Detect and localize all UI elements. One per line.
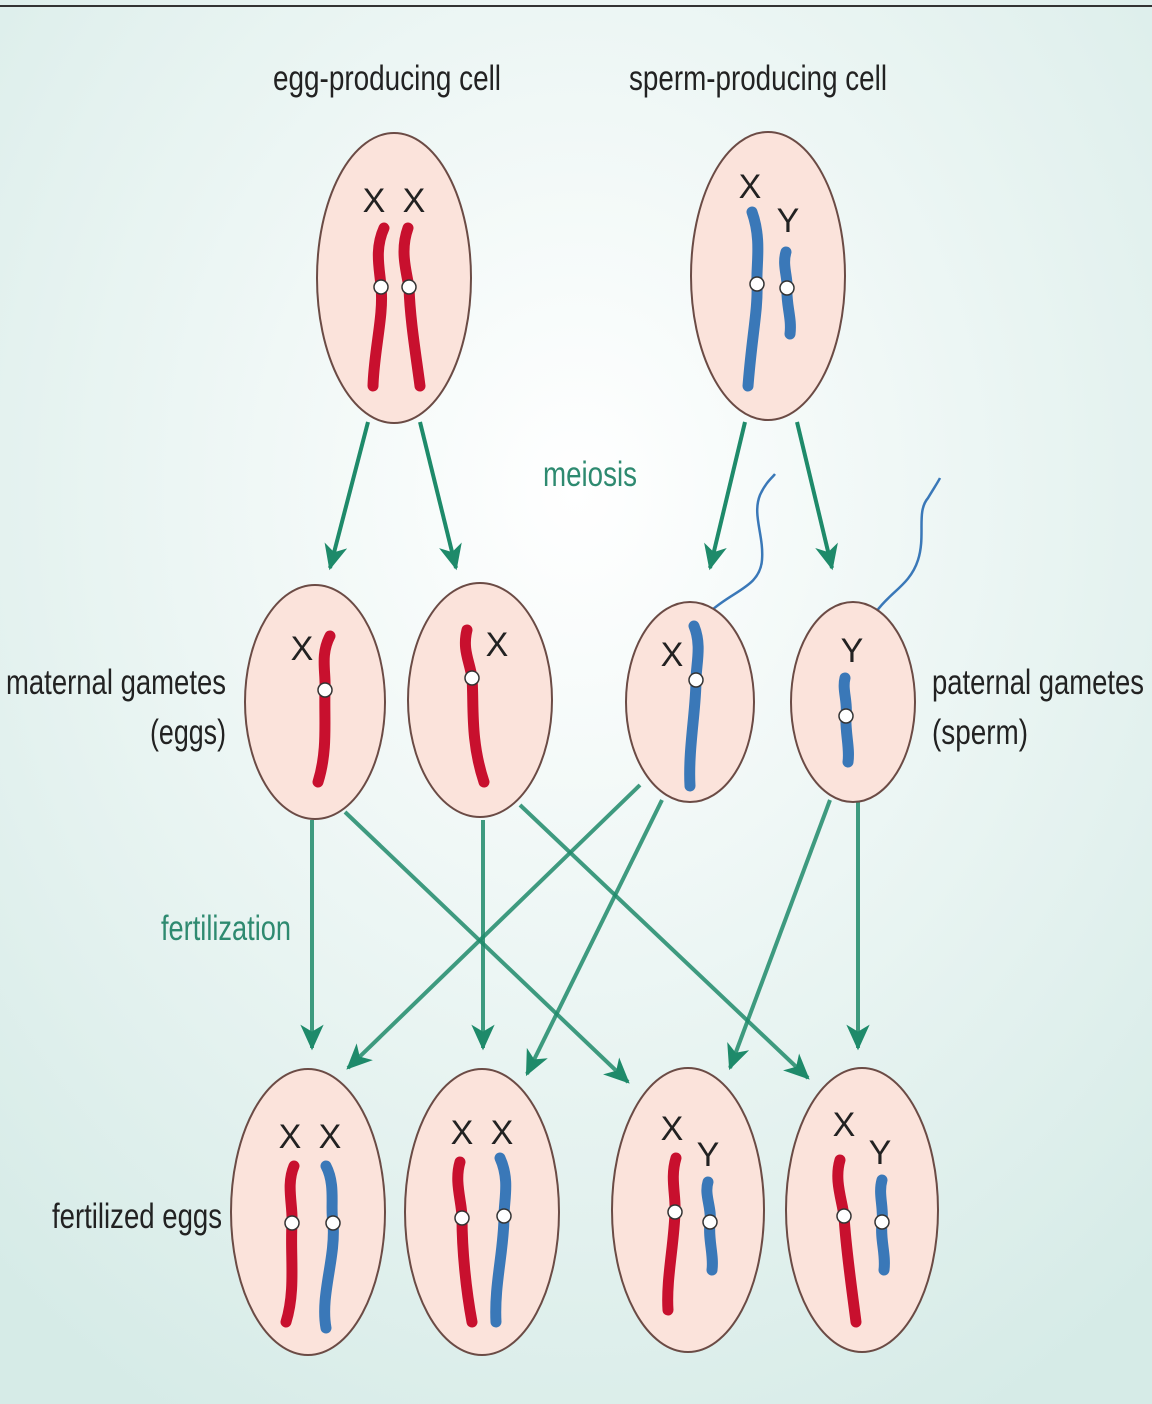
cell-membrane <box>317 133 471 423</box>
egg-gamete-1: X <box>245 585 385 819</box>
centromere <box>402 280 416 294</box>
centromere <box>318 683 332 697</box>
cell-membrane <box>405 1069 559 1355</box>
fertilization-label: fertilization <box>161 909 291 948</box>
sperm-producing-cell-label: sperm-producing cell <box>629 59 887 98</box>
cell-membrane <box>786 1068 938 1352</box>
centromere <box>750 277 764 291</box>
chromosome-x-label: X <box>661 1110 684 1148</box>
chromosome-x-label: X <box>403 182 426 220</box>
chromosome-y-label: Y <box>777 202 800 240</box>
centromere <box>497 1209 511 1223</box>
chromosome-x-label: X <box>279 1118 302 1156</box>
fertilized-egg-xx-2: X X <box>405 1069 559 1355</box>
centromere <box>837 1209 851 1223</box>
chromosome-x-label: X <box>833 1106 856 1144</box>
maternal-gametes-label: maternal gametes <box>6 663 226 702</box>
fertilized-egg-xy-2: X Y <box>786 1068 938 1352</box>
chromosome-x-label: X <box>319 1118 342 1156</box>
cell-membrane <box>612 1068 764 1352</box>
chromosome-x-label: X <box>491 1114 514 1152</box>
chromosome-x-label: X <box>451 1114 474 1152</box>
cell-membrane <box>231 1069 385 1355</box>
centromere <box>455 1211 469 1225</box>
paternal-gametes-sublabel: (sperm) <box>932 713 1028 752</box>
centromere <box>780 281 794 295</box>
chromosome-x-label: X <box>739 168 762 206</box>
chromosome-y-label: Y <box>869 1134 892 1172</box>
fertilized-egg-xy-1: X Y <box>612 1068 764 1352</box>
chromosome-y-label: Y <box>841 632 864 670</box>
chromosome-x-label: X <box>363 182 386 220</box>
egg-producing-cell-label: egg-producing cell <box>273 59 501 98</box>
fertilized-eggs-label: fertilized eggs <box>52 1197 222 1236</box>
paternal-gametes-label: paternal gametes <box>932 663 1144 702</box>
centromere <box>374 280 388 294</box>
centromere <box>689 673 703 687</box>
fertilized-egg-xx-1: X X <box>231 1069 385 1355</box>
maternal-gametes-sublabel: (eggs) <box>150 713 226 752</box>
centromere <box>839 709 853 723</box>
centromere <box>668 1205 682 1219</box>
centromere <box>285 1216 299 1230</box>
sperm-producing-cell: X Y <box>691 132 845 420</box>
meiosis-label: meiosis <box>543 455 637 494</box>
centromere <box>703 1215 717 1229</box>
maternal-x-chromosome <box>318 636 330 782</box>
egg-producing-cell: X X <box>317 133 471 423</box>
chromosome-x-label: X <box>661 636 684 674</box>
chromosome-x-label: X <box>291 630 314 668</box>
chromosome-y-label: Y <box>697 1136 720 1174</box>
centromere <box>875 1215 889 1229</box>
egg-gamete-2: X <box>408 583 552 817</box>
centromere <box>326 1216 340 1230</box>
chromosome-x-label: X <box>486 626 509 664</box>
maternal-x-chromosome <box>286 1166 294 1322</box>
cell-membrane <box>691 132 845 420</box>
centromere <box>465 671 479 685</box>
